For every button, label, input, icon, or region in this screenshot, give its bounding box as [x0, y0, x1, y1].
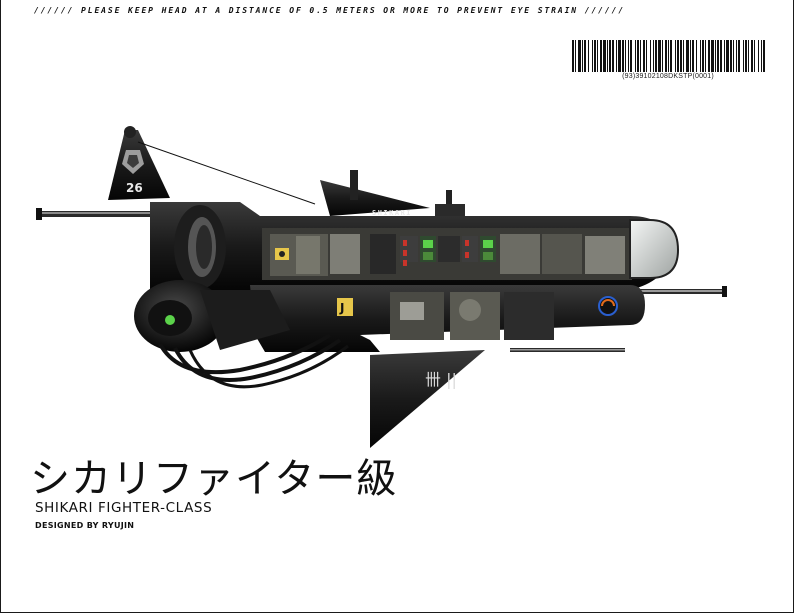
english-title: SHIKARI FIGHTER-CLASS	[35, 500, 213, 516]
lower-cutaway-interior	[390, 292, 554, 340]
barcode-bar	[640, 40, 641, 72]
barcode-bar	[751, 40, 753, 72]
left-gun-barrel	[36, 208, 188, 220]
barcode-bar	[609, 40, 611, 72]
ventral-fin	[370, 350, 485, 448]
lower-rail	[510, 348, 625, 352]
barcode-bar	[618, 40, 621, 72]
cockpit-canopy	[629, 219, 680, 279]
barcode-bar	[658, 40, 661, 72]
hull-name: SHIKARI	[372, 209, 412, 217]
barcode-bar	[665, 40, 667, 72]
right-gun-barrel	[630, 286, 727, 297]
barcode-bar	[686, 40, 689, 72]
barcode-bar	[582, 40, 583, 72]
barcode-bar	[655, 40, 657, 72]
barcode-bar	[690, 40, 691, 72]
barcode-bar	[743, 40, 744, 72]
engine-mount	[200, 290, 290, 350]
barcode: (93)39102108DKSTP(0001)	[570, 40, 766, 80]
barcode-bar	[603, 40, 606, 72]
barcode-bar	[575, 40, 576, 72]
barcode-bar	[715, 40, 716, 72]
dorsal-fin	[320, 180, 430, 216]
barcode-bar	[584, 40, 586, 72]
barcode-bar	[675, 40, 676, 72]
barcode-bar	[625, 40, 626, 72]
barcode-bar	[717, 40, 719, 72]
dorsal-mast	[350, 170, 358, 200]
barcode-bar	[597, 40, 598, 72]
barcode-bar	[637, 40, 639, 72]
fin-marking: 卌 ||	[425, 370, 457, 389]
japanese-title: シカリファイター級	[30, 456, 398, 502]
tail-emblem	[122, 150, 144, 174]
barcode-bar	[670, 40, 672, 72]
barcode-bar	[705, 40, 706, 72]
barcode-bar	[711, 40, 714, 72]
periscope-housing	[435, 204, 465, 216]
tail-number: 26	[126, 181, 143, 195]
barcode-bar	[600, 40, 602, 72]
barcode-bar	[680, 40, 682, 72]
barcode-bar	[758, 40, 759, 72]
designer-credit: DESIGNED BY RYUJIN	[35, 521, 135, 530]
antenna-wire	[137, 141, 316, 205]
hazard-sign	[337, 298, 353, 316]
barcode-bar	[677, 40, 679, 72]
barcode-bar	[761, 40, 762, 72]
barcode-bar	[692, 40, 694, 72]
barcode-bar	[738, 40, 740, 72]
barcode-bar	[607, 40, 608, 72]
barcode-bar	[763, 40, 765, 72]
barcode-bar	[628, 40, 629, 72]
shikari-fighter-illustration: 26 SHIKARI	[36, 126, 727, 448]
svg-text:J: J	[339, 301, 344, 315]
barcode-bar	[700, 40, 701, 72]
barcode-bar	[662, 40, 663, 72]
barcode-bar	[726, 40, 729, 72]
barcode-bar	[696, 40, 697, 72]
barcode-bar	[653, 40, 654, 72]
barcode-bar	[683, 40, 684, 72]
lower-hull	[250, 285, 645, 352]
barcode-caption: (93)39102108DKSTP(0001)	[622, 73, 714, 80]
upper-cutaway-interior	[262, 228, 632, 280]
tail-fin-cap	[124, 126, 136, 138]
barcode-bar	[643, 40, 645, 72]
eye-strain-warning: ////// PLEASE KEEP HEAD AT A DISTANCE OF…	[34, 6, 626, 15]
barcode-bar	[748, 40, 749, 72]
barcode-bar	[612, 40, 614, 72]
barcode-bar	[646, 40, 647, 72]
barcode-bar	[572, 40, 574, 72]
barcode-bars	[572, 40, 765, 72]
barcode-bar	[588, 40, 589, 72]
barcode-bar	[616, 40, 617, 72]
barcode-bar	[668, 40, 669, 72]
barcode-bar	[745, 40, 747, 72]
engine-cable-1	[158, 333, 332, 375]
barcode-bar	[736, 40, 737, 72]
barcode-bar	[592, 40, 593, 72]
engine-cable-3	[188, 344, 349, 389]
barcode-bar	[730, 40, 732, 72]
engine-cable-2	[173, 338, 342, 382]
barcode-bar	[578, 40, 581, 72]
barcode-bar	[630, 40, 632, 72]
barcode-bar	[724, 40, 725, 72]
barcode-bar	[708, 40, 710, 72]
barcode-bar	[720, 40, 722, 72]
engine-indicator-light	[165, 315, 175, 325]
barcode-bar	[754, 40, 755, 72]
barcode-bar	[702, 40, 704, 72]
barcode-bar	[650, 40, 651, 72]
barcode-bar	[594, 40, 596, 72]
barcode-bar	[733, 40, 734, 72]
barcode-bar	[622, 40, 624, 72]
barcode-bar	[635, 40, 636, 72]
